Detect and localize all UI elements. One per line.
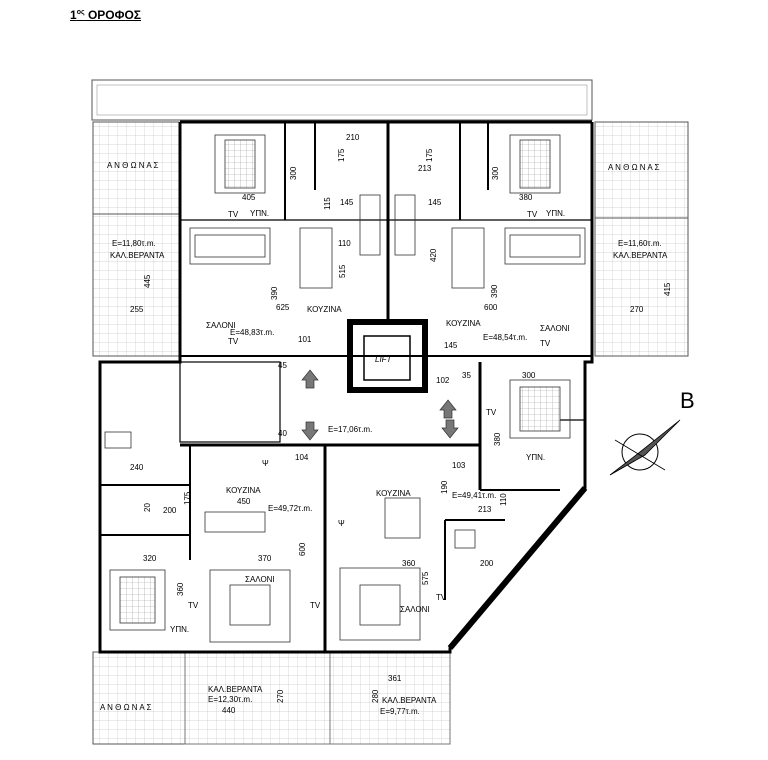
dim-label: 20 [143,503,152,512]
dim-label: 380 [519,193,533,202]
tv-label-8: TV [188,601,199,610]
kitchen-label-ne: ΚΟΥΖΙΝΑ [446,319,481,328]
dim-label: 45 [278,361,287,370]
unit-103: 103 [452,461,466,470]
bedroom-label-ne: ΥΠΝ. [546,209,565,218]
veranda-label-s: ΚΑΛ.ΒΕΡΑΝΤΑ [382,696,437,705]
compass-letter: B [680,388,695,413]
area-apartment-102: Ε=48,54τ.m. [483,333,527,342]
garden-areas [91,79,689,745]
floor-title: 1ος ΟΡΟΦΟΣ [70,8,141,22]
dim-label: 300 [491,166,500,180]
dim-label: 255 [130,305,144,314]
area-apartment-104: Ε=49,72τ.m. [268,504,312,513]
dim-label: 213 [478,505,492,514]
tv-label-3: TV [228,337,239,346]
kitchen-label-nw: ΚΟΥΖΙΝΑ [307,305,342,314]
arrow-icons [301,369,459,441]
dim-label: 213 [418,164,432,173]
veranda-label-sw: ΚΑΛ.ΒΕΡΑΝΤΑ [208,685,263,694]
area-veranda-sw: Ε=12,30τ.m. [208,695,252,704]
walls [98,120,594,654]
living-label-ne: ΣΑΛΟΝΙ [540,324,570,333]
psi-label-2: Ψ [338,519,345,528]
lift-label: LIFT [375,355,393,364]
garden-label-nw: Α Ν Θ Ω Ν Α Σ [107,161,158,170]
dim-label: 390 [490,284,499,298]
dim-label: 575 [421,571,430,585]
dim-label: 200 [163,506,177,515]
dim-label: 110 [338,239,351,248]
dim-label: 240 [130,463,144,472]
dim-label: 600 [298,542,307,556]
dim-label: 190 [440,480,449,494]
tv-label-4: TV [540,339,551,348]
compass-icon [609,419,681,476]
veranda-label-nw: ΚΑΛ.ΒΕΡΑΝΤΑ [110,251,165,260]
dim-label: 35 [462,371,471,380]
area-veranda-ne: Ε=11,60τ.m. [618,239,662,248]
area-corridor: Ε=17,06τ.m. [328,425,372,434]
dim-label: 145 [428,198,442,207]
tv-label-6: TV [310,601,321,610]
dim-label: 370 [258,554,272,563]
psi-label-1: Ψ [262,459,269,468]
verandas [92,213,689,357]
unit-104: 104 [295,453,309,462]
dim-label: 200 [480,559,494,568]
dim-label: 40 [278,429,287,438]
unit-102: 102 [436,376,450,385]
dim-label: 175 [183,491,192,505]
dim-label: 450 [237,497,251,506]
veranda-label-ne: ΚΑΛ.ΒΕΡΑΝΤΑ [613,251,668,260]
dim-label: 360 [402,559,416,568]
kitchen-label-sw: ΚΟΥΖΙΝΑ [226,486,261,495]
dim-label: 405 [242,193,256,202]
kitchen-label-se: ΚΟΥΖΙΝΑ [376,489,411,498]
tv-label-7: TV [436,593,447,602]
area-apartment-103: Ε=49,41τ.m. [452,491,496,500]
dim-label: 320 [143,554,157,563]
tv-label-2: TV [527,210,538,219]
dim-label: 145 [340,198,354,207]
dim-label: 115 [323,197,332,210]
dim-label: 360 [176,582,185,596]
furniture [104,134,586,643]
dim-label: 361 [388,674,402,683]
dim-label: 175 [425,148,434,162]
dim-label: 110 [499,493,508,506]
dim-label: 270 [630,305,644,314]
dim-label: 515 [338,264,347,278]
area-veranda-s: Ε=9,77τ.m. [380,707,420,716]
dim-label: 270 [276,689,285,703]
dim-label: 300 [289,166,298,180]
tv-label-1: TV [228,210,239,219]
dim-label: 420 [429,248,438,262]
garden-label-sw: Α Ν Θ Ω Ν Α Σ [100,703,151,712]
dim-label: 210 [346,133,360,142]
area-apartment-101: Ε=48,83τ.m. [230,328,274,337]
dim-label: 440 [222,706,236,715]
dim-label: 600 [484,303,498,312]
dim-label: 415 [663,282,672,296]
bedroom-label-sw: ΥΠΝ. [170,625,189,634]
dim-label: 390 [270,286,279,300]
bedroom-label-se: ΥΠΝ. [526,453,545,462]
dim-label: 380 [493,432,502,446]
tv-label-5: TV [486,408,497,417]
dim-label: 280 [371,689,380,703]
garden-label-ne: Α Ν Θ Ω Ν Α Σ [608,163,659,172]
dim-label: 445 [143,274,152,288]
bedroom-label-nw: ΥΠΝ. [250,209,269,218]
living-label-nw: ΣΑΛΟΝΙ [206,321,236,330]
living-label-se: ΣΑΛΟΝΙ [400,605,430,614]
living-label-sw: ΣΑΛΟΝΙ [245,575,275,584]
area-veranda-nw: Ε=11,80τ.m. [112,239,156,248]
dim-label: 625 [276,303,290,312]
dim-label: 300 [522,371,536,380]
dim-label: 145 [444,341,458,350]
dim-label: 175 [337,148,346,162]
unit-101: 101 [298,335,312,344]
